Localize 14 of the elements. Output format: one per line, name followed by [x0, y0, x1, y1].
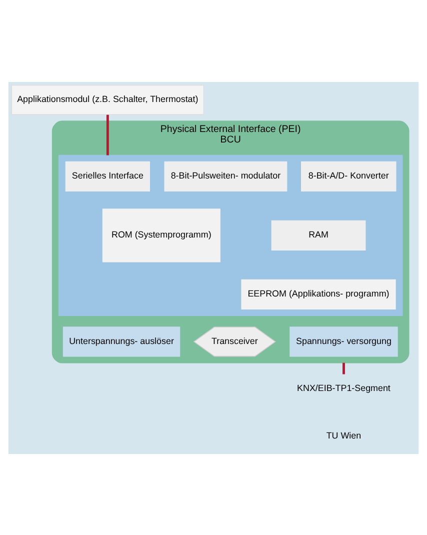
- node-box: 8-Bit-A/D- Konverter: [301, 160, 396, 191]
- node-box: 8-Bit-Pulsweiten- modulator: [164, 160, 288, 191]
- node-box: RAM: [271, 220, 366, 250]
- node-text: KNX/EIB-TP1-Segment: [297, 382, 390, 393]
- node-box: Unterspannungs- auslöser: [62, 326, 180, 356]
- label: TU Wien: [326, 430, 362, 440]
- node-box: Applikationsmodul (z.B. Schalter, Thermostat): [11, 84, 204, 114]
- connector: [342, 362, 345, 374]
- node-box: Serielles Interface: [65, 160, 150, 191]
- node-box: ROM (Systemprogramm): [102, 208, 220, 262]
- node-box: EEPROM (Applikations- programm): [241, 278, 396, 310]
- cluster: [58, 154, 403, 316]
- connector: [106, 114, 109, 155]
- node-box: Spannungs- versorgung: [290, 326, 398, 356]
